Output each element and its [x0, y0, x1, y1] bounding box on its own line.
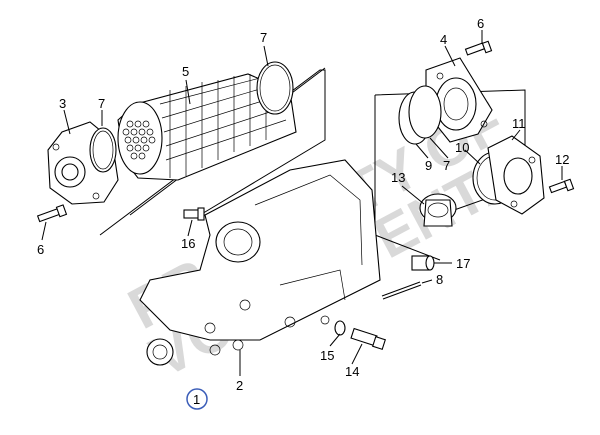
callout-15: 15	[320, 348, 334, 363]
part-13-thermostat[interactable]	[419, 193, 457, 227]
part-8-stud[interactable]	[381, 281, 422, 300]
callout-1: 1	[193, 392, 200, 407]
callout-6-top: 6	[477, 16, 484, 31]
callout-12: 12	[555, 152, 569, 167]
callout-14: 14	[345, 364, 359, 379]
callout-7-right: 7	[443, 158, 450, 173]
callout-13: 13	[391, 170, 405, 185]
part-16-nipple[interactable]	[183, 207, 205, 221]
part-7-o-ring-left[interactable]	[89, 127, 117, 173]
callout-8: 8	[436, 272, 443, 287]
callout-1-circled[interactable]: 1	[186, 388, 208, 410]
part-6-screw-bottom[interactable]	[36, 204, 68, 223]
part-7-o-ring-top[interactable]	[256, 61, 294, 115]
part-17-plug[interactable]	[411, 255, 435, 271]
callout-17: 17	[456, 256, 470, 271]
callout-11: 11	[512, 116, 526, 131]
callout-16: 16	[181, 236, 195, 251]
callout-3: 3	[59, 96, 66, 111]
part-4-thermostat-cover[interactable]	[425, 57, 493, 143]
part-2-main-housing[interactable]	[139, 159, 381, 366]
part-12-screw[interactable]	[548, 178, 575, 194]
callout-10: 10	[455, 140, 469, 155]
callout-6-left: 6	[37, 242, 44, 257]
part-14-sensor[interactable]	[350, 327, 386, 350]
callout-labels: 7 5 3 7 6 4 6 11 12 9 7 10 13 16 17 8 15…	[37, 16, 569, 393]
callout-2: 2	[236, 378, 243, 393]
callout-1-ring	[186, 388, 208, 410]
callout-4: 4	[440, 32, 447, 47]
leader-lines	[41, 30, 563, 376]
part-6-screw-top[interactable]	[464, 40, 493, 56]
part-5-cooler-insert[interactable]	[117, 73, 297, 181]
callout-7-left: 7	[98, 96, 105, 111]
callout-7-top: 7	[260, 30, 267, 45]
part-15-washer[interactable]	[334, 320, 346, 336]
callout-9: 9	[425, 158, 432, 173]
part-7-o-rings-right[interactable]	[398, 85, 442, 145]
part-11-housing[interactable]	[487, 135, 545, 215]
callout-5: 5	[182, 64, 189, 79]
